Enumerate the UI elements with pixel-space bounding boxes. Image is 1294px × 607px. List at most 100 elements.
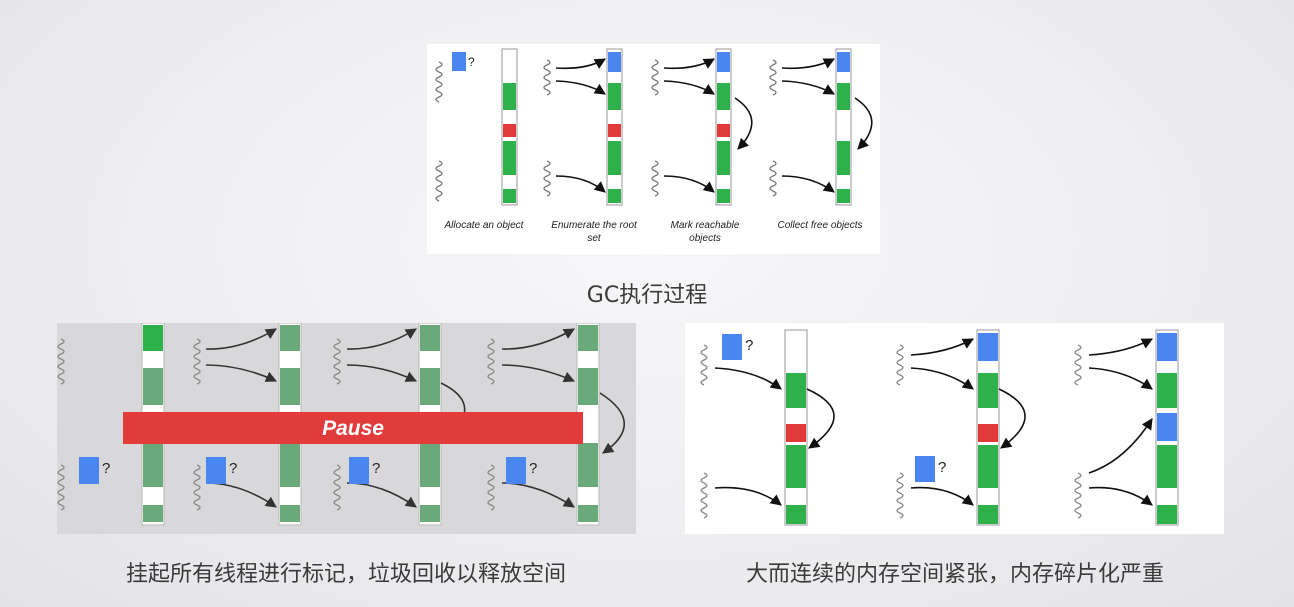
thread-squiggle <box>57 464 65 511</box>
reachable-object-block <box>143 443 163 487</box>
garbage-object-block <box>978 424 998 442</box>
reachable-object-block <box>143 368 163 405</box>
new-object-block <box>349 457 369 484</box>
thread-squiggle <box>333 338 341 385</box>
reachable-object-block <box>837 83 850 110</box>
new-object-block <box>915 456 935 482</box>
reference-arrow <box>501 364 576 383</box>
step-label: objects <box>689 233 721 244</box>
reference-arrow <box>346 364 418 382</box>
reachable-object-block <box>978 373 998 408</box>
reachable-object-block <box>837 141 850 175</box>
pause-bar <box>123 412 583 444</box>
new-object-block <box>608 52 621 72</box>
reference-arrow <box>781 58 836 70</box>
reference-arrow <box>910 486 974 506</box>
reachable-object-block <box>1157 373 1177 408</box>
thread-squiggle <box>700 472 708 519</box>
thread-squiggle <box>1074 344 1082 386</box>
reference-arrow <box>555 58 606 70</box>
thread-squiggle <box>769 160 777 197</box>
reachable-object-block <box>280 443 300 487</box>
thread-squiggle <box>543 59 551 96</box>
thread-squiggle <box>543 160 551 197</box>
reference-arrow <box>1088 418 1153 474</box>
new-object-block <box>79 457 99 484</box>
question-mark: ? <box>102 460 110 477</box>
reachable-object-block <box>578 443 598 487</box>
reference-arrow <box>734 97 753 150</box>
reference-arrow <box>1088 367 1153 390</box>
reference-arrow <box>781 80 835 95</box>
reachable-object-block <box>280 325 300 351</box>
reference-arrow <box>599 392 626 454</box>
thread-squiggle <box>333 464 341 511</box>
reference-arrow <box>346 328 417 350</box>
reachable-object-block <box>1157 445 1177 488</box>
thread-squiggle <box>1074 472 1082 519</box>
reference-arrow <box>555 175 606 193</box>
reference-arrow <box>663 58 715 70</box>
reference-arrow <box>1088 486 1153 506</box>
reachable-object-block <box>608 141 621 175</box>
reference-arrow <box>714 486 782 506</box>
reachable-object-block <box>1157 505 1177 524</box>
reference-arrow <box>663 80 715 95</box>
stop-the-world-diagram: Pause???? <box>57 323 636 534</box>
thread-squiggle <box>193 464 201 511</box>
step-label: set <box>587 233 602 244</box>
thread-squiggle <box>651 59 659 96</box>
new-object-block <box>506 457 526 484</box>
thread-squiggle <box>896 472 904 519</box>
new-object-block <box>452 52 466 71</box>
new-object-block <box>722 334 742 360</box>
garbage-object-block <box>786 424 806 442</box>
reference-arrow <box>205 328 277 350</box>
thread-squiggle <box>487 464 495 511</box>
reachable-object-block <box>608 83 621 110</box>
thread-squiggle <box>769 59 777 96</box>
reachable-object-block <box>420 368 440 405</box>
reachable-object-block <box>717 189 730 203</box>
new-object-block <box>206 457 226 484</box>
reference-arrow <box>998 388 1026 449</box>
reference-arrow <box>663 175 715 193</box>
question-mark: ? <box>938 459 946 476</box>
gc-process-caption: GC执行过程 <box>586 283 708 308</box>
reference-arrow <box>205 482 277 508</box>
question-mark: ? <box>229 460 237 477</box>
new-object-block <box>978 333 998 361</box>
thread-squiggle <box>57 338 65 385</box>
thread-squiggle <box>435 160 443 202</box>
garbage-object-block <box>717 124 730 137</box>
reachable-object-block <box>717 141 730 175</box>
reference-arrow <box>854 97 873 150</box>
reachable-object-block <box>786 445 806 488</box>
reference-arrow <box>555 80 606 95</box>
reachable-object-block <box>420 505 440 522</box>
reference-arrow <box>205 364 278 382</box>
thread-squiggle <box>435 61 443 103</box>
reachable-object-block <box>717 83 730 110</box>
thread-squiggle <box>651 160 659 197</box>
reachable-object-block <box>837 189 850 203</box>
reference-arrow <box>781 175 835 193</box>
thread-squiggle <box>700 344 708 386</box>
reachable-object-block <box>280 505 300 522</box>
reference-arrow <box>806 388 835 449</box>
stop-the-world-caption: 挂起所有线程进行标记，垃圾回收以释放空间 <box>125 562 566 587</box>
reference-arrow <box>501 328 575 350</box>
step-label: Collect free objects <box>777 220 862 231</box>
question-mark: ? <box>372 460 380 477</box>
reference-arrow <box>714 367 782 390</box>
reachable-object-block <box>143 325 163 351</box>
reachable-object-block <box>503 141 516 175</box>
heap-column <box>835 48 852 206</box>
thread-squiggle <box>896 344 904 386</box>
reachable-object-block <box>786 505 806 524</box>
reachable-object-block <box>578 505 598 522</box>
reference-arrow <box>910 338 974 356</box>
new-object-block <box>717 52 730 72</box>
question-mark: ? <box>745 337 753 354</box>
